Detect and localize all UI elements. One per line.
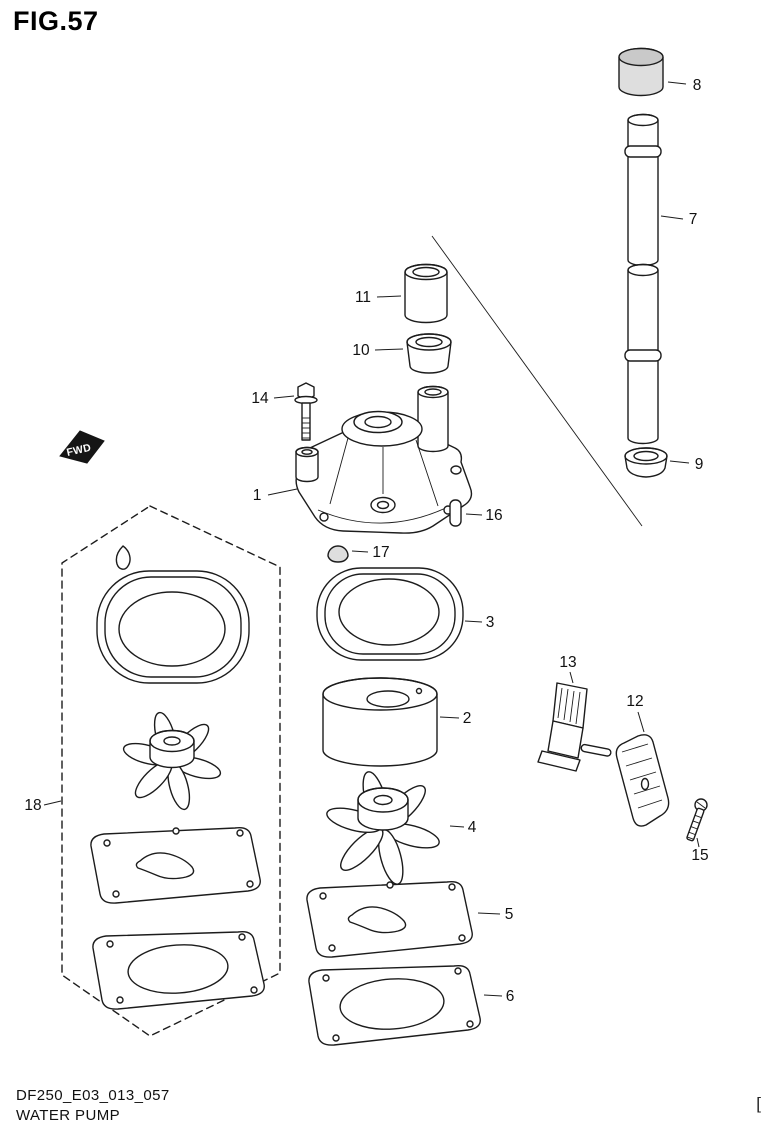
callout-10: 10 [352, 342, 370, 359]
part-9-tube-grommet [624, 447, 668, 478]
leader-11 [376, 295, 402, 298]
case-bolt-boss [295, 446, 319, 483]
leader-2 [439, 716, 460, 719]
part-5-gasket-upper [306, 880, 473, 958]
callout-14: 14 [251, 390, 269, 407]
part-6-gasket-lower [308, 964, 481, 1046]
leader-14 [273, 395, 295, 399]
callout-1: 1 [253, 487, 262, 504]
kit-gasket-ring [96, 570, 250, 684]
part-10-seal-cup [406, 333, 452, 374]
callout-5: 5 [505, 906, 514, 923]
callout-2: 2 [463, 710, 472, 727]
part-13-bracket [537, 682, 612, 772]
leader-16 [465, 513, 483, 516]
kit-gasket-upper [90, 826, 261, 904]
leader-4 [449, 825, 465, 828]
leader-10 [374, 348, 404, 351]
leader-17 [351, 550, 369, 553]
leader-1 [267, 488, 298, 496]
leader-9 [669, 460, 690, 464]
leader-18 [43, 800, 62, 806]
callouts: 8 7 9 11 10 14 1 16 17 3 2 4 5 6 18 13 1 [24, 77, 708, 1005]
callout-16: 16 [485, 507, 502, 524]
part-2-pump-liner [322, 677, 438, 767]
part-14-bolt [294, 382, 318, 441]
callout-7: 7 [689, 211, 698, 228]
part-3-gasket-ring [316, 567, 464, 661]
kit-seal [115, 545, 131, 570]
fwd-marker: FWD [59, 430, 105, 464]
part-15-screw [686, 798, 708, 842]
callout-18: 18 [24, 797, 41, 814]
callout-9: 9 [695, 456, 704, 473]
callout-12: 12 [626, 693, 643, 710]
callout-13: 13 [559, 654, 576, 671]
figure-title: FIG.57 [13, 6, 99, 36]
leader-5 [477, 912, 501, 915]
part-16-pin [449, 499, 462, 527]
callout-3: 3 [486, 614, 495, 631]
leader-15 [696, 837, 700, 848]
footer: DF250_E03_013_057 WATER PUMP [16, 1086, 170, 1127]
part-4-impeller [326, 771, 440, 885]
figure-caption: WATER PUMP [16, 1107, 120, 1125]
part-18-service-kit-box [61, 505, 281, 1037]
leader-7 [660, 215, 684, 220]
callout-4: 4 [468, 819, 477, 836]
part-12-plate [615, 734, 670, 827]
part-7-water-tube [624, 113, 662, 445]
leader-12 [637, 711, 645, 733]
leader-13 [569, 671, 574, 684]
part-8-tube-cap [618, 47, 664, 97]
leader-8 [667, 81, 687, 85]
fwd-arrow-icon [59, 430, 105, 464]
part-17-plug [327, 545, 349, 563]
fwd-label: FWD [65, 442, 92, 459]
leader-3 [464, 620, 483, 623]
assembly-reference-line [431, 235, 643, 527]
drawing-code: DF250_E03_013_057 [16, 1087, 170, 1104]
corner-bracket: [ [756, 1094, 761, 1113]
callout-11: 11 [355, 289, 371, 306]
callout-8: 8 [693, 77, 702, 94]
part-11-bushing [404, 263, 448, 324]
kit-impeller [122, 711, 222, 811]
callout-15: 15 [691, 847, 708, 864]
part-1-pump-case [295, 385, 473, 534]
leader-6 [483, 994, 503, 997]
callout-17: 17 [372, 544, 389, 561]
callout-6: 6 [506, 988, 515, 1005]
kit-gasket-lower [92, 930, 265, 1010]
